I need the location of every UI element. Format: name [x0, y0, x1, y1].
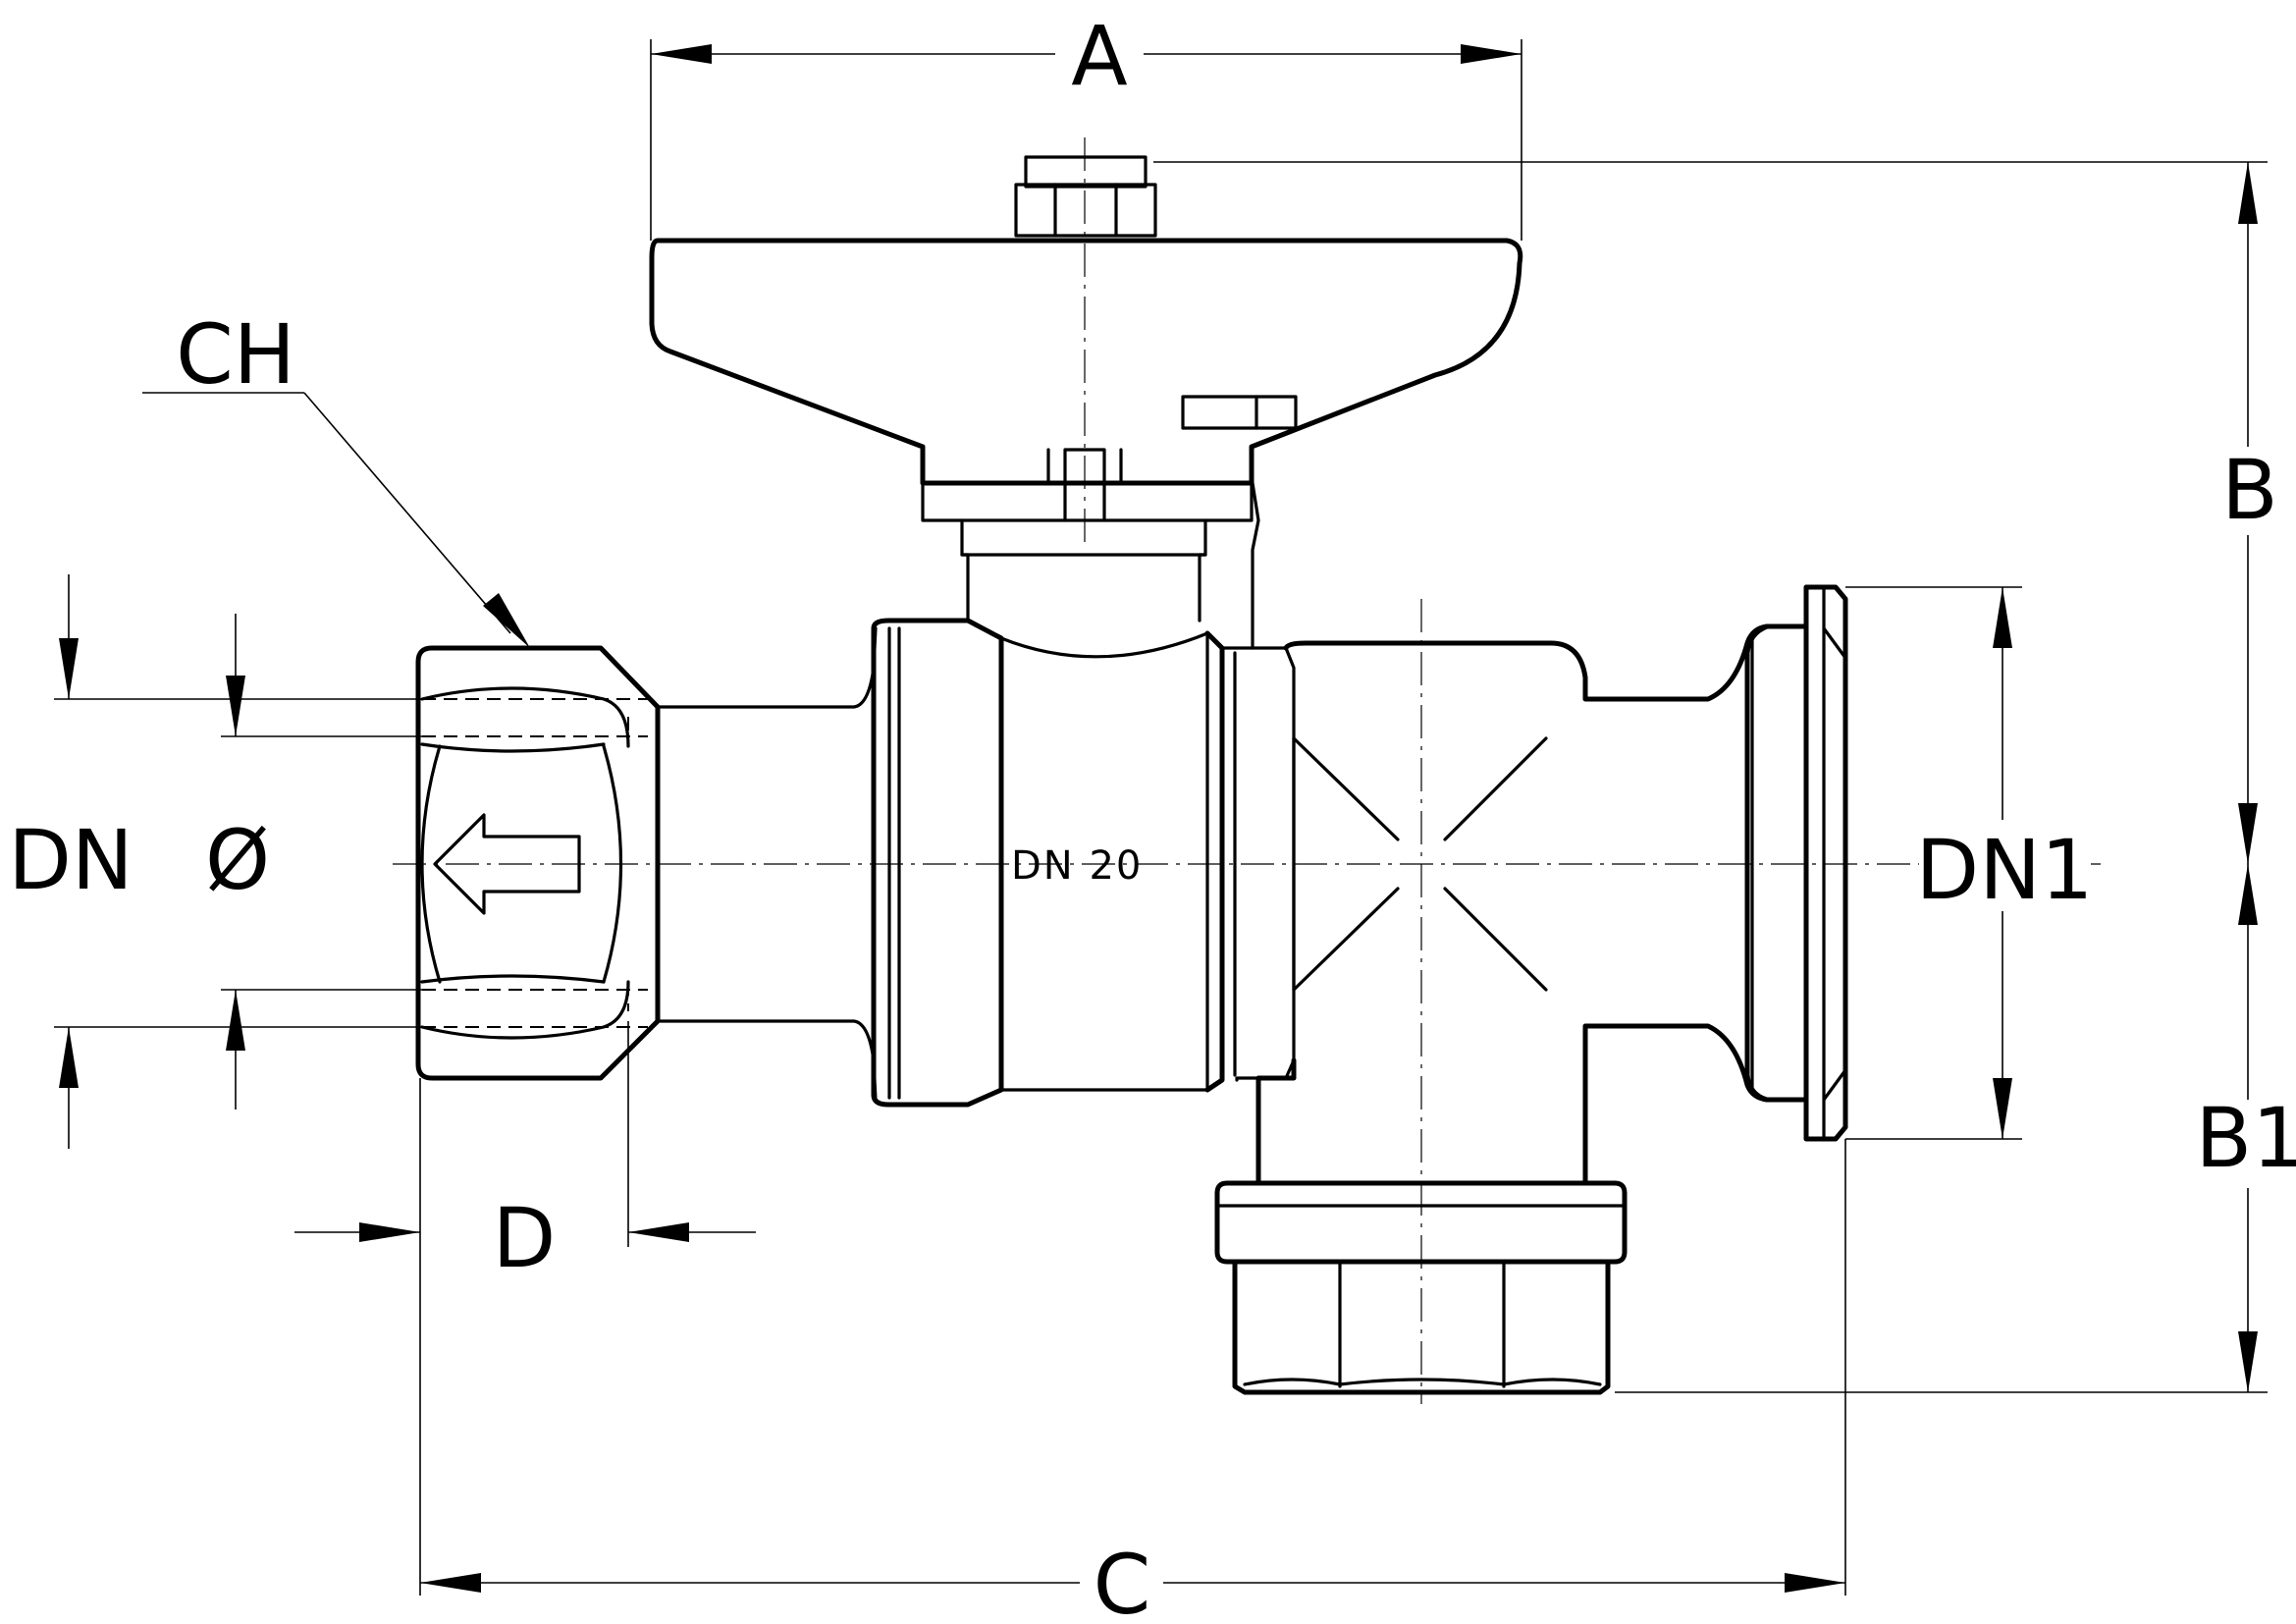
valve-body: [871, 618, 1296, 1108]
dimension-label-a: A: [1071, 8, 1127, 104]
dimension-label-b1: B1: [2195, 1090, 2296, 1186]
dimension-label-c: C: [1094, 1537, 1151, 1624]
bottom-hex-nut: [1214, 1180, 1628, 1395]
dimension-b1: B1: [1615, 864, 2296, 1393]
dimension-label-dn1: DN1: [1916, 822, 2094, 918]
dimension-label-d: D: [493, 1190, 557, 1286]
body-marking-text: DN 20: [1011, 843, 1143, 889]
left-hex-nut: [415, 645, 661, 1081]
dimension-dn: DN: [8, 574, 422, 1149]
right-flange: [1744, 584, 1848, 1142]
tee-body: [1255, 623, 1809, 1186]
dimension-dn1: DN1: [1845, 586, 2094, 1140]
t-handle: [649, 238, 1523, 522]
dimension-b: B: [1153, 161, 2278, 864]
body-marking: DN 20: [1011, 843, 1143, 889]
handle-nut: [1014, 155, 1157, 238]
dimension-c: C: [419, 1078, 1846, 1624]
leader-ch: CH: [142, 306, 530, 648]
dimension-a: A: [650, 8, 1522, 241]
stem-neck: [960, 481, 1260, 650]
flow-direction-arrow-icon: [433, 813, 581, 915]
dimension-label-dn: DN: [8, 812, 133, 908]
dimension-label-b: B: [2221, 442, 2278, 538]
dimension-diameter: Ø: [205, 614, 422, 1110]
dimension-label-diameter: Ø: [205, 812, 270, 908]
dimension-d: D: [294, 1021, 756, 1286]
dimension-label-ch: CH: [176, 306, 295, 403]
